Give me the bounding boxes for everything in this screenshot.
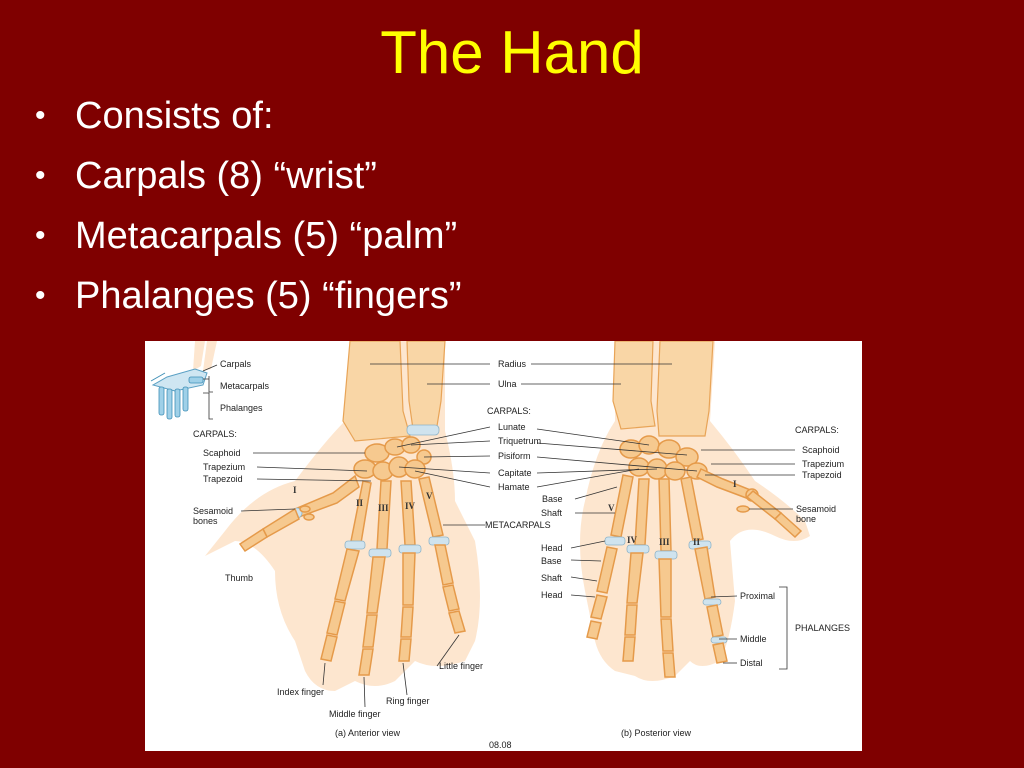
bullet-item: • Consists of: bbox=[30, 86, 462, 146]
label-shaft-phalanx: Shaft bbox=[541, 573, 563, 583]
label-sesamoid-left: Sesamoid bbox=[193, 506, 233, 516]
anterior-hand bbox=[205, 341, 480, 691]
label-shaft-metacarpal: Shaft bbox=[541, 508, 563, 518]
label-carpals-left: CARPALS: bbox=[193, 429, 237, 439]
label-ring-finger: Ring finger bbox=[386, 696, 430, 706]
label-ulna: Ulna bbox=[498, 379, 517, 389]
bullet-item: • Carpals (8) “wrist” bbox=[30, 146, 462, 206]
label-phalanges: PHALANGES bbox=[795, 623, 850, 633]
label-scaphoid-right: Scaphoid bbox=[802, 445, 840, 455]
label-hamate: Hamate bbox=[498, 482, 530, 492]
bullet-dot: • bbox=[35, 99, 46, 132]
label-little-finger: Little finger bbox=[439, 661, 483, 671]
figure-code: 08.08 bbox=[489, 740, 512, 750]
label-thumb: Thumb bbox=[225, 573, 253, 583]
inset-label-phalanges: Phalanges bbox=[220, 403, 263, 413]
label-triquetrum: Triquetrum bbox=[498, 436, 541, 446]
label-carpals-right: CARPALS: bbox=[795, 425, 839, 435]
posterior-hand bbox=[580, 341, 810, 681]
posterior-numeral-2: II bbox=[693, 537, 701, 547]
posterior-numeral-3: III bbox=[659, 537, 670, 547]
posterior-numeral-5: V bbox=[608, 503, 615, 513]
label-head-metacarpal: Head bbox=[541, 543, 563, 553]
posterior-numeral-1: I bbox=[733, 479, 737, 489]
label-base-metacarpal: Base bbox=[542, 494, 563, 504]
label-distal: Distal bbox=[740, 658, 763, 668]
label-trapezoid-right: Trapezoid bbox=[802, 470, 842, 480]
bullet-text: Metacarpals (5) “palm” bbox=[75, 215, 458, 257]
bullet-item: • Phalanges (5) “fingers” bbox=[30, 266, 462, 326]
bullet-text: Consists of: bbox=[75, 95, 274, 137]
anterior-numeral-1: I bbox=[293, 485, 297, 495]
slide-title: The Hand bbox=[380, 19, 644, 86]
label-scaphoid-left: Scaphoid bbox=[203, 448, 241, 458]
label-capitate: Capitate bbox=[498, 468, 532, 478]
posterior-numeral-4: IV bbox=[627, 535, 638, 545]
inset-label-carpals: Carpals bbox=[220, 359, 252, 369]
hand-anatomy-illustration: Carpals Metacarpals Phalanges bbox=[150, 341, 850, 750]
label-carpals-center: CARPALS: bbox=[487, 406, 531, 416]
label-metacarpals: METACARPALS bbox=[485, 520, 551, 530]
label-lunate: Lunate bbox=[498, 422, 526, 432]
bullet-text: Carpals (8) “wrist” bbox=[75, 155, 377, 197]
hand-bones-figure: Carpals Metacarpals Phalanges bbox=[145, 341, 862, 751]
bullet-dot: • bbox=[35, 279, 46, 312]
label-sesamoid-bone-right: bone bbox=[796, 514, 816, 524]
label-base-phalanx: Base bbox=[541, 556, 562, 566]
anterior-numeral-5: V bbox=[426, 491, 433, 501]
inset-label-metacarpals: Metacarpals bbox=[220, 381, 270, 391]
bullet-list: • Consists of: • Carpals (8) “wrist” • Meta… bbox=[30, 86, 462, 326]
bullet-dot: • bbox=[35, 159, 46, 192]
bullet-text: Phalanges (5) “fingers” bbox=[75, 275, 462, 317]
caption-anterior-view: (a) Anterior view bbox=[335, 728, 401, 738]
label-radius: Radius bbox=[498, 359, 527, 369]
label-head-phalanx: Head bbox=[541, 590, 563, 600]
label-sesamoid-right: Sesamoid bbox=[796, 504, 836, 514]
label-sesamoid-bones-left: bones bbox=[193, 516, 218, 526]
bullet-dot: • bbox=[35, 219, 46, 252]
caption-posterior-view: (b) Posterior view bbox=[621, 728, 692, 738]
label-trapezoid-left: Trapezoid bbox=[203, 474, 243, 484]
label-proximal: Proximal bbox=[740, 591, 775, 601]
label-pisiform: Pisiform bbox=[498, 451, 531, 461]
label-index-finger: Index finger bbox=[277, 687, 324, 697]
anterior-numeral-3: III bbox=[378, 503, 389, 513]
bullet-item: • Metacarpals (5) “palm” bbox=[30, 206, 462, 266]
label-trapezium-right: Trapezium bbox=[802, 459, 844, 469]
inset-hand-icon bbox=[150, 341, 217, 420]
label-middle: Middle bbox=[740, 634, 767, 644]
anterior-numeral-2: II bbox=[356, 498, 364, 508]
label-trapezium-left: Trapezium bbox=[203, 462, 245, 472]
label-middle-finger: Middle finger bbox=[329, 709, 381, 719]
anterior-numeral-4: IV bbox=[405, 501, 416, 511]
